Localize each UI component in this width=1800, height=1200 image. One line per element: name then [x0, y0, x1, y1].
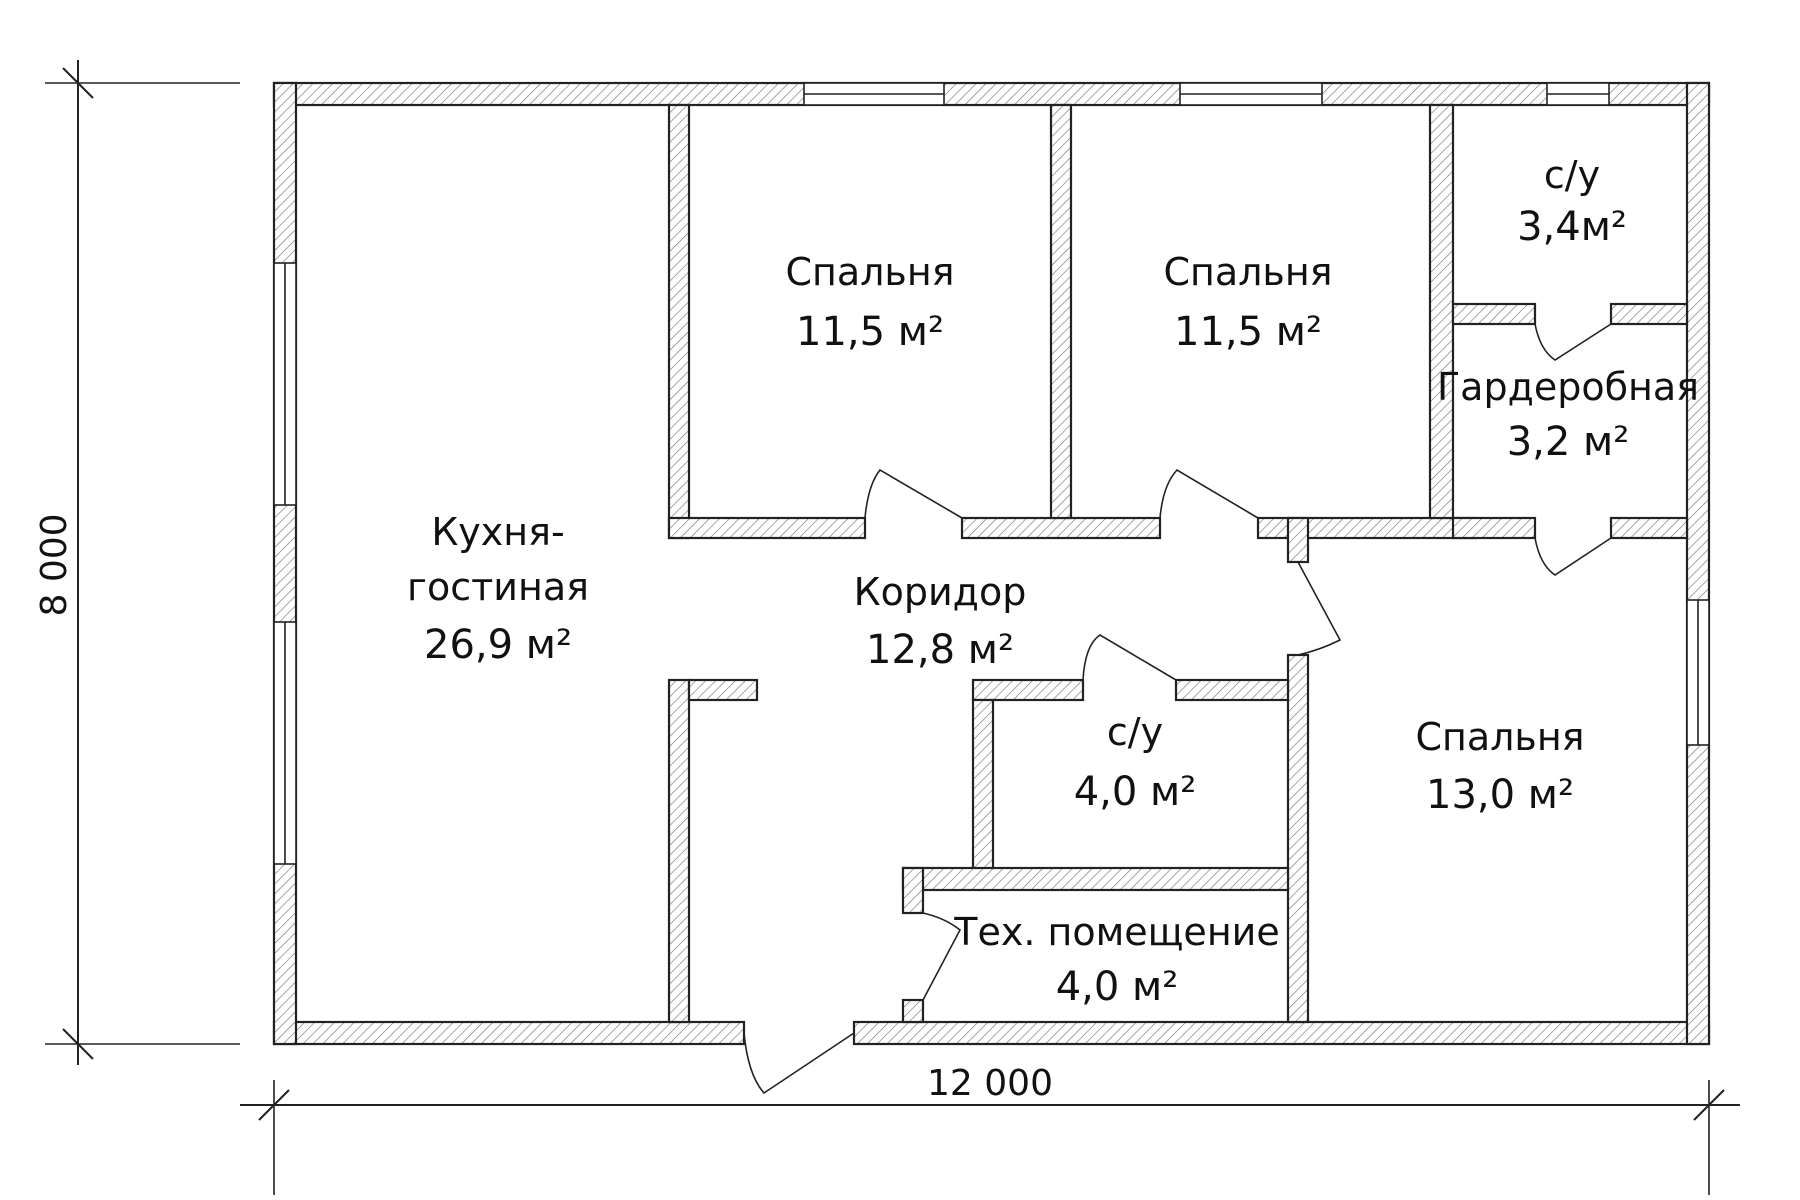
- wall-bedroom3-left-top: [1286, 516, 1310, 564]
- outer-wall-right: [1685, 81, 1711, 1046]
- room-name-bathroom2: с/у: [1107, 710, 1163, 754]
- wall-bath2-bottom: [901, 866, 1290, 892]
- wall-bedroom-divider2: [1428, 103, 1455, 520]
- room-bedroom2: Спальня 11,5 м²: [1163, 250, 1332, 355]
- door-entrance: [743, 1032, 855, 1095]
- room-area-corridor: 12,8 м²: [866, 627, 1014, 673]
- room-area-tech: 4,0 м²: [1056, 964, 1179, 1010]
- wall-wardrobe-bottom-left: [1451, 516, 1537, 540]
- walls: [272, 81, 1711, 1046]
- room-area-bedroom1: 11,5 м²: [796, 309, 944, 355]
- room-name-bedroom1: Спальня: [785, 250, 954, 294]
- dimension-vertical: 8 000: [34, 60, 240, 1065]
- windows: [273, 82, 1710, 865]
- room-name-corridor: Коридор: [854, 570, 1027, 614]
- room-area-bathroom1: 3,4м²: [1517, 204, 1627, 250]
- wall-kitchen-upper: [667, 103, 691, 540]
- door-bathroom2: [1082, 634, 1177, 681]
- width-dimension-label: 12 000: [927, 1063, 1053, 1104]
- room-name-tech: Тех. помещение: [953, 910, 1279, 954]
- room-area-bedroom2: 11,5 м²: [1174, 309, 1322, 355]
- dimension-horizontal: 12 000: [240, 1063, 1740, 1195]
- outer-wall-left: [272, 81, 298, 1046]
- wall-bath2-left: [971, 698, 995, 872]
- door-bedroom1: [864, 468, 963, 519]
- wall-bath1-bottom-left: [1451, 302, 1537, 326]
- door-bedroom3: [1297, 561, 1342, 656]
- door-bedroom2: [1159, 468, 1259, 519]
- outer-wall-bottom-right: [852, 1020, 1711, 1046]
- room-name-bedroom3: Спальня: [1415, 715, 1584, 759]
- room-bedroom1: Спальня 11,5 м²: [785, 250, 954, 355]
- room-tech: Тех. помещение 4,0 м²: [953, 910, 1279, 1010]
- room-corridor: Коридор 12,8 м²: [854, 570, 1027, 673]
- wall-bedroom3-left: [1286, 653, 1310, 1024]
- wall-bath2-top-left: [971, 678, 1085, 702]
- wall-tech-left-upper: [901, 866, 925, 915]
- room-area-bathroom2: 4,0 м²: [1074, 769, 1197, 815]
- wall-tech-left-lower: [901, 998, 925, 1024]
- wall-kitchen-stub: [687, 678, 759, 702]
- room-name-kitchen-line2: гостиная: [407, 565, 589, 609]
- wall-bath1-bottom-right: [1609, 302, 1689, 326]
- room-bathroom2: с/у 4,0 м²: [1074, 710, 1197, 815]
- wall-bedroom1-bottom-right: [960, 516, 1162, 540]
- height-dimension-label: 8 000: [34, 513, 75, 616]
- room-bathroom1: с/у 3,4м²: [1517, 153, 1627, 250]
- room-area-wardrobe: 3,2 м²: [1507, 419, 1630, 465]
- wall-bath2-top-right: [1174, 678, 1290, 702]
- room-name-wardrobe: Гардеробная: [1437, 365, 1699, 409]
- room-area-kitchen: 26,9 м²: [424, 622, 572, 668]
- outer-wall-top: [272, 81, 1711, 107]
- room-name-bedroom2: Спальня: [1163, 250, 1332, 294]
- room-name-kitchen-line1: Кухня-: [431, 510, 564, 554]
- room-wardrobe: Гардеробная 3,2 м²: [1437, 365, 1699, 465]
- room-bedroom3: Спальня 13,0 м²: [1415, 715, 1584, 818]
- room-name-bathroom1: с/у: [1544, 153, 1600, 197]
- door-wardrobe: [1534, 537, 1612, 576]
- room-kitchen: Кухня- гостиная 26,9 м²: [407, 510, 589, 668]
- room-area-bedroom3: 13,0 м²: [1426, 772, 1574, 818]
- door-bathroom1: [1534, 323, 1612, 361]
- wall-bedroom-divider1: [1049, 103, 1073, 520]
- outer-wall-bottom-left: [272, 1020, 746, 1046]
- wall-kitchen-lower: [667, 678, 691, 1024]
- door-tech-room: [922, 912, 962, 1001]
- doors: [743, 323, 1612, 1095]
- wall-bedroom1-bottom-left: [667, 516, 867, 540]
- wall-wardrobe-bottom-right: [1609, 516, 1689, 540]
